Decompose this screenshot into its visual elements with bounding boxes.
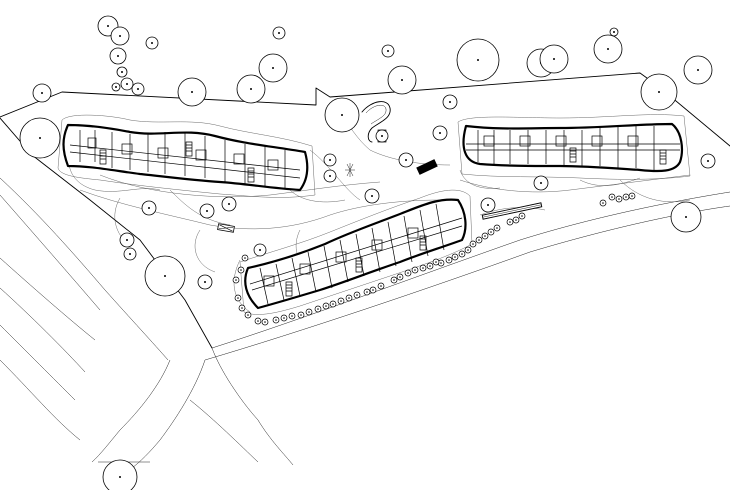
loop-path [361,101,391,143]
small-tree [329,300,337,308]
small-tree [314,305,322,313]
tree [111,82,121,92]
tree [700,153,716,169]
tree [533,175,549,191]
tree [375,129,389,143]
small-tree [622,193,630,201]
small-tree [261,318,269,326]
tree [539,44,569,74]
tree [364,188,380,204]
small-tree [512,216,520,224]
small-tree [234,294,242,302]
small-tree [475,236,483,244]
small-tree [232,276,240,284]
tree [593,34,623,64]
site-boundary [0,72,730,349]
tree [102,459,138,490]
roads [0,177,730,469]
small-tree [363,288,371,296]
tree [323,153,337,167]
tree [197,274,213,290]
tree [109,47,127,65]
building-north-east [457,114,691,180]
tree [398,152,414,168]
tree [272,26,286,40]
small-tree [237,266,245,274]
tree [199,203,215,219]
tree [119,232,135,248]
small-tree [518,212,526,220]
small-tree [481,232,489,240]
tree [123,247,137,261]
tree [609,27,619,37]
tree [683,55,713,85]
small-tree [377,282,385,290]
small-tree [297,311,305,319]
tree [253,243,267,257]
tree [110,26,130,46]
small-tree [506,218,514,226]
small-tree [628,192,636,200]
small-trees [232,192,636,326]
small-tree [451,253,459,261]
tree [236,74,266,104]
small-tree [322,302,330,310]
small-tree [404,269,412,277]
tree [19,117,61,159]
small-tree [272,316,280,324]
small-tree [396,273,404,281]
tree [456,38,500,82]
tree [32,83,52,103]
tree [387,65,417,95]
small-tree [445,256,453,264]
tree [670,201,702,233]
small-tree [244,311,252,319]
tree [442,94,458,110]
tree [120,77,134,91]
small-tree [487,228,495,236]
tree [323,169,337,183]
trees [19,15,716,490]
small-tree [458,250,466,258]
small-tree [390,276,398,284]
tree [381,44,395,58]
tree [640,73,678,111]
tree [258,53,288,83]
small-tree [345,294,353,302]
tree [177,77,207,107]
tree [116,66,128,78]
small-tree [599,199,607,207]
tree [131,82,145,96]
small-tree [426,262,434,270]
tree [432,125,448,141]
tree [141,200,157,216]
building-north-west [57,114,316,198]
small-tree [469,240,477,248]
small-tree [493,224,501,232]
small-tree [411,266,419,274]
small-tree [280,314,288,322]
tree [144,255,186,297]
small-tree [369,286,377,294]
small-tree [241,254,249,262]
small-tree [615,195,623,203]
small-tree [337,297,345,305]
small-tree [353,291,361,299]
small-tree [288,312,296,320]
small-tree [419,264,427,272]
small-tree [238,304,246,312]
tree [221,196,237,212]
site-furniture [217,129,543,233]
tree [480,197,496,213]
tree [145,36,159,50]
building-south-centre [239,189,473,315]
small-tree [305,308,313,316]
small-tree [254,317,262,325]
tree [324,97,360,133]
small-tree [608,193,616,201]
small-tree [432,258,440,266]
small-tree [464,246,472,254]
